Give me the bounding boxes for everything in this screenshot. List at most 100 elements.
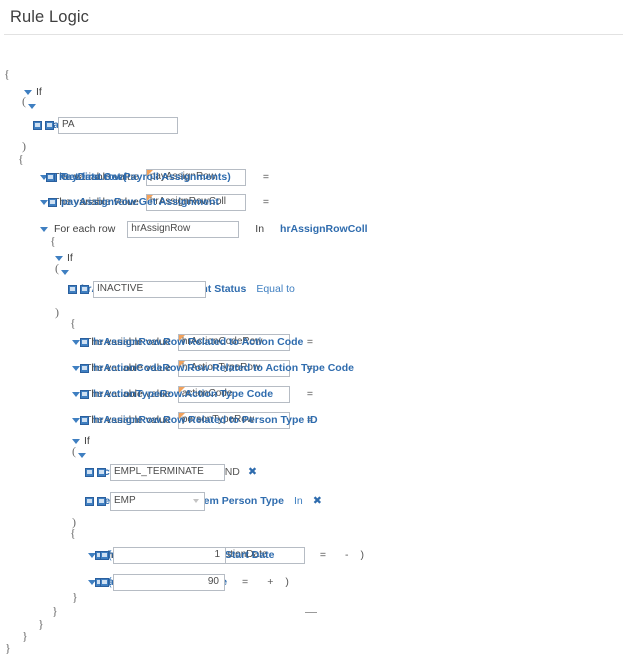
collapse-toggle-icon[interactable] (72, 391, 80, 397)
variable-name-input[interactable]: payAssignRow (145, 168, 246, 186)
assignment-prefix-label: The variable value (85, 387, 171, 400)
number-input[interactable]: 1 (113, 546, 226, 564)
conjunction-label: AND (217, 465, 240, 478)
footer-mark (305, 612, 317, 613)
collapse-toggle-icon[interactable] (72, 417, 80, 423)
collapse-toggle-icon[interactable] (28, 103, 36, 109)
calculation-row: PayDate.Final Close Date=(terminationDat… (88, 573, 289, 591)
assignment-expression-label: hrActionCodeRow.Row Related to Action Ty… (93, 361, 354, 374)
equals-sign: = (242, 575, 249, 588)
condition-value-select[interactable]: EMP (110, 491, 205, 511)
condition-operator: Equal to (256, 282, 295, 295)
collapse-toggle-icon[interactable] (40, 174, 48, 180)
variable-name-text: hrActionTypeRow (181, 362, 261, 373)
arithmetic-operator: + (267, 575, 274, 588)
equals-sign: = (262, 195, 269, 208)
expression-badge-icon (48, 197, 57, 207)
expression-badge-icon (80, 415, 89, 425)
collapse-toggle-icon[interactable] (40, 226, 48, 232)
assignment-expression: hrActionCodeRow.Row Related to Action Ty… (80, 359, 354, 377)
assignment-expression-2: PayDate.Get Payroll Assignments) (46, 168, 231, 186)
field-badge-icon (85, 467, 94, 477)
condition-value-input[interactable]: EMPL_TERMINATE (110, 463, 225, 481)
condition-value-text: PA (62, 119, 75, 130)
assignment-expression: hrActionTypeRow.Action Type Code (80, 385, 273, 403)
value-badge-icon (45, 120, 54, 130)
assignment-prefix-label: The variable value (85, 335, 171, 348)
collapse-toggle-icon[interactable] (88, 552, 96, 558)
variable-name-text: payAssignRow (149, 171, 216, 182)
paren-toggle-1[interactable] (28, 97, 36, 115)
equals-sign: = (306, 361, 313, 374)
assignment-expression-label: hrAssignRow.Row Related to Person Type I… (93, 413, 318, 426)
variable-name-input[interactable]: hrActionTypeRow (177, 359, 290, 377)
variable-name-text: hrActionCodeRow (181, 336, 263, 347)
equals-sign: = (306, 335, 313, 348)
collapse-toggle-icon[interactable] (72, 365, 80, 371)
collapse-toggle-icon[interactable] (72, 339, 80, 345)
if-block-2: If (55, 249, 73, 267)
if-label: If (67, 251, 73, 264)
condition-value-input[interactable]: INACTIVE (93, 280, 206, 298)
equals-sign: = (262, 170, 269, 183)
assignment-expression-label-2: PayDate.Get Payroll Assignments) (59, 170, 231, 183)
variable-name-text: personTypeRow (181, 414, 255, 425)
calculation-row: The variable valueterminationDate=(hrAss… (88, 546, 364, 564)
equals-sign: = (319, 548, 326, 561)
assignment-expression-label: Get first row( (61, 170, 127, 183)
number-badge-icon (100, 550, 109, 560)
brace-paren-close: ) (55, 305, 59, 319)
variable-name-input[interactable]: actionCode (177, 385, 290, 403)
brace-paren-close: ) (22, 139, 26, 153)
assignment-expression-label: hrActionTypeRow.Action Type Code (93, 387, 274, 400)
open-paren: ( (108, 575, 112, 588)
expression-badge-icon (80, 337, 89, 347)
variable-name-input[interactable]: hrActionCodeRow (177, 333, 290, 351)
paren-toggle-3[interactable] (78, 446, 86, 464)
condition-value-text: EMP (114, 495, 136, 506)
field-badge-icon (85, 496, 94, 506)
variable-name-input[interactable]: hrAssignRowColl (145, 193, 246, 211)
collapse-toggle-icon[interactable] (24, 89, 32, 95)
number-input[interactable]: 90 (113, 573, 225, 591)
for-each-collection-label: hrAssignRowColl (280, 222, 368, 235)
if-block-3: If (72, 432, 90, 450)
equals-sign: = (306, 387, 313, 400)
variable-name-input[interactable]: personTypeRow (177, 411, 290, 429)
condition-value-input[interactable]: PA (58, 116, 178, 134)
value-badge-icon (80, 284, 89, 294)
open-paren: ( (108, 548, 112, 561)
delete-condition-icon[interactable]: ✖ (312, 494, 322, 507)
paren-toggle-2[interactable] (61, 263, 69, 281)
collapse-toggle-icon[interactable] (61, 269, 69, 275)
condition-value-wrap: EMPL_TERMINATE (97, 463, 225, 481)
brace-close: } (52, 604, 58, 618)
assignment-row: The variable value payAssignRow = Get first… (40, 168, 269, 186)
chevron-down-icon (193, 499, 199, 503)
assignment-expression: Get first row(PayDate.Get Payroll Assign… (46, 168, 231, 186)
collapse-toggle-icon[interactable] (55, 255, 63, 261)
collapse-toggle-icon[interactable] (88, 579, 96, 585)
expression-badge-icon (80, 389, 89, 399)
collapse-toggle-icon[interactable] (40, 199, 48, 205)
collapse-toggle-icon[interactable] (78, 452, 86, 458)
condition-value-wrap: PA (45, 116, 178, 134)
assignment-expression-label: payAssignRow.Get Assignment (61, 195, 219, 208)
brace-paren-open: ( (72, 444, 76, 458)
assignment-row: The variable value actionCode = hrActionTyp… (72, 385, 313, 403)
variable-name-text: actionCode (181, 388, 233, 399)
for-each-row-input[interactable]: hrAssignRow (127, 220, 240, 238)
brace-open: { (4, 67, 10, 81)
collapse-toggle-icon[interactable] (72, 438, 80, 444)
brace-paren-open: ( (22, 94, 26, 108)
assignment-prefix-label: The variable value (53, 170, 139, 183)
brace-open: { (50, 234, 56, 248)
delete-condition-icon[interactable]: ✖ (247, 465, 258, 478)
